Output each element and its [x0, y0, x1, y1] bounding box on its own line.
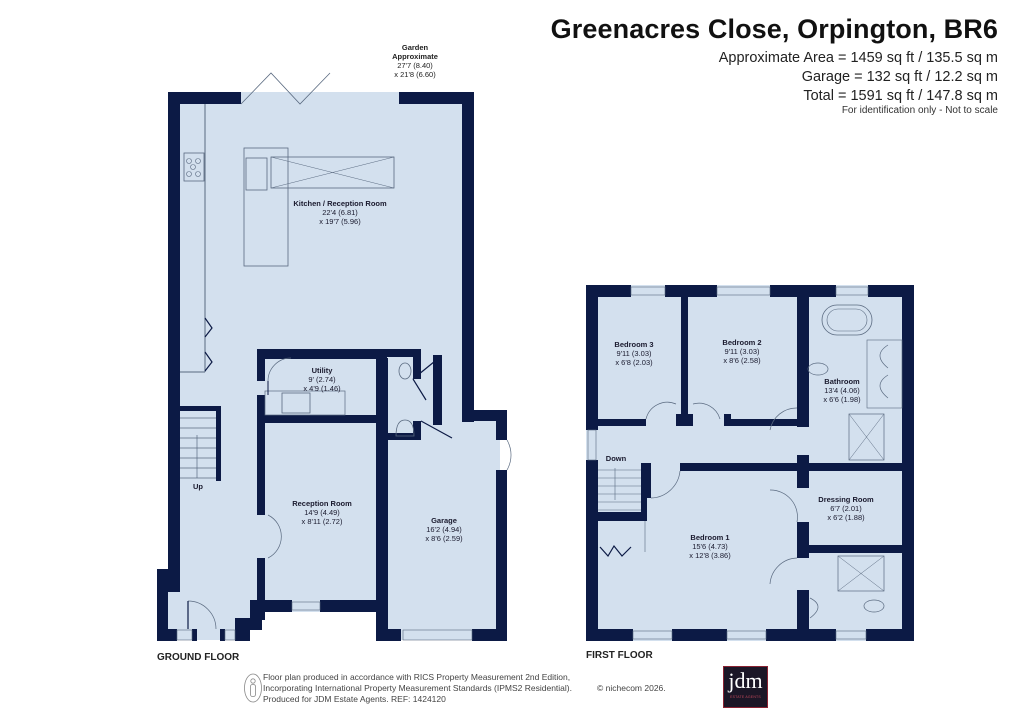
room-dim1-bedroom3: 9'11 (3.03) [616, 349, 652, 358]
ground-floor-plan: Kitchen / Reception Room 22'4 (6.81) x 1… [157, 72, 512, 641]
room-dim2-bedroom1: x 12'8 (3.86) [689, 551, 731, 560]
room-dim1-utility: 9' (2.74) [308, 375, 336, 384]
ground-floor-label: GROUND FLOOR [157, 652, 240, 663]
area-summary: Approximate Area = 1459 sq ft / 135.5 sq… [719, 49, 998, 106]
room-dim1-garage: 16'2 (4.94) [426, 525, 462, 534]
garden-name-2: Approximate [392, 52, 438, 61]
room-dim1-reception: 14'9 (4.49) [304, 508, 340, 517]
approximate-area: Approximate Area = 1459 sq ft / 135.5 sq… [718, 50, 998, 66]
footer-line-2: Incorporating International Property Mea… [263, 683, 572, 693]
garden-dim-1: 27'7 (8.40) [397, 61, 433, 70]
room-dim1-bedroom2: 9'11 (3.03) [724, 347, 760, 356]
room-dim2-garage: x 8'6 (2.59) [425, 534, 463, 543]
garden-name-1: Garden [401, 43, 429, 52]
room-dim1-bedroom1: 15'6 (4.73) [692, 542, 728, 551]
room-dim2-dressing: x 6'2 (1.88) [827, 513, 865, 522]
logo-text: jdm [728, 668, 763, 693]
room-name-bedroom1: Bedroom 1 [690, 533, 729, 542]
room-name-kitchen: Kitchen / Reception Room [293, 199, 387, 208]
room-dim1-dressing: 6'7 (2.01) [830, 504, 862, 513]
room-name-dressing: Dressing Room [818, 495, 874, 504]
copyright: © nichecom 2026. [597, 683, 666, 693]
room-dim2-reception: x 8'11 (2.72) [302, 517, 343, 526]
footer-line-3: Produced for JDM Estate Agents. REF: 142… [263, 694, 446, 704]
jdm-logo: jdm ESTATE AGENTS [723, 666, 768, 708]
first-floor-plan: Bedroom 3 9'11 (3.03) x 6'8 (2.03) Bedro… [586, 285, 914, 641]
stairs-down-label: Down [606, 454, 627, 463]
stairs-up-label: Up [193, 482, 203, 491]
room-name-bedroom3: Bedroom 3 [614, 340, 653, 349]
room-dim1-kitchen: 22'4 (6.81) [322, 208, 358, 217]
room-name-bathroom: Bathroom [824, 377, 860, 386]
room-dim2-utility: x 4'9 (1.46) [303, 384, 341, 393]
room-dim1-bathroom: 13'4 (4.06) [824, 386, 860, 395]
garden-dim-2: x 21'8 (6.60) [394, 70, 436, 79]
room-name-bedroom2: Bedroom 2 [722, 338, 761, 347]
room-dim2-bathroom: x 6'6 (1.98) [823, 395, 861, 404]
room-name-garage: Garage [431, 516, 457, 525]
footer-line-1: Floor plan produced in accordance with R… [263, 672, 571, 682]
room-name-utility: Utility [312, 366, 334, 375]
property-title: Greenacres Close, Orpington, BR6 [550, 14, 998, 44]
room-dim2-bedroom3: x 6'8 (2.03) [615, 358, 653, 367]
logo-subtext: ESTATE AGENTS [730, 695, 761, 699]
total-area: Total = 1591 sq ft / 147.8 sq m [803, 88, 998, 104]
garage-area: Garage = 132 sq ft / 12.2 sq m [801, 69, 998, 85]
person-info-icon [244, 673, 262, 703]
disclaimer: For identification only - Not to scale [841, 105, 998, 116]
room-name-reception: Reception Room [292, 499, 352, 508]
room-dim2-kitchen: x 19'7 (5.96) [319, 217, 361, 226]
first-floor-label: FIRST FLOOR [586, 650, 653, 661]
garden-label: Garden Approximate 27'7 (8.40) x 21'8 (6… [370, 43, 460, 79]
footer-notes: Floor plan produced in accordance with R… [263, 672, 572, 705]
room-dim2-bedroom2: x 8'6 (2.58) [723, 356, 761, 365]
